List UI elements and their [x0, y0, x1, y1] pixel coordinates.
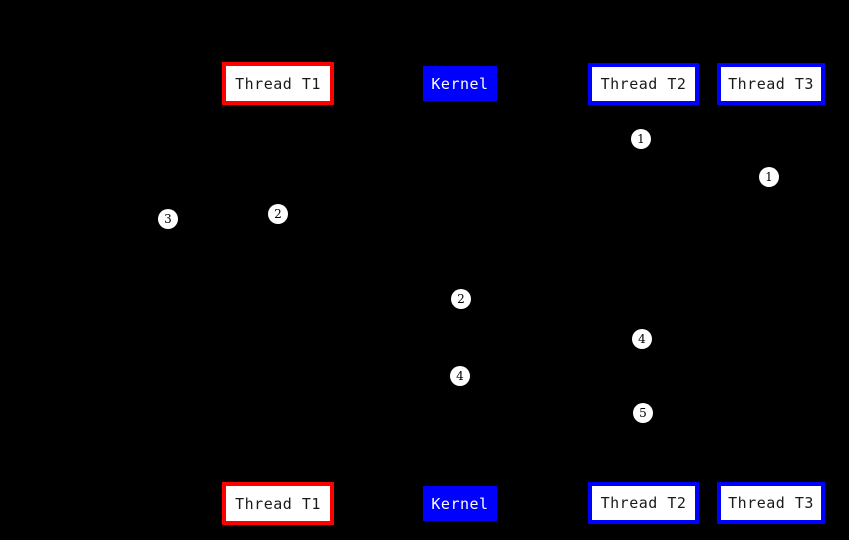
participant-label: Thread T2 — [600, 494, 687, 512]
participant-box-kernel-bottom[interactable]: Kernel — [423, 486, 497, 521]
participant-box-t3-bottom[interactable]: Thread T3 — [717, 482, 825, 524]
participant-label: Thread T3 — [728, 75, 814, 93]
sequence-marker: 1 — [759, 167, 779, 187]
participant-label: Thread T1 — [235, 74, 321, 93]
participant-box-t2-bottom[interactable]: Thread T2 — [588, 482, 699, 524]
participant-label: Kernel — [431, 494, 489, 513]
lifeline — [770, 105, 771, 482]
sequence-marker: 4 — [632, 329, 652, 349]
sequence-marker: 4 — [450, 366, 470, 386]
participant-label: Thread T2 — [600, 75, 687, 93]
sequence-marker: 2 — [268, 204, 288, 224]
participant-box-t2-top[interactable]: Thread T2 — [588, 63, 699, 105]
sequence-marker: 3 — [158, 209, 178, 229]
participant-box-kernel-top[interactable]: Kernel — [423, 66, 497, 101]
participant-box-t1-top[interactable]: Thread T1 — [222, 62, 334, 105]
participant-box-t1-bottom[interactable]: Thread T1 — [222, 482, 334, 525]
lifeline — [643, 105, 644, 482]
sequence-marker: 2 — [451, 289, 471, 309]
sequence-marker: 5 — [633, 403, 653, 423]
participant-label: Kernel — [431, 74, 489, 93]
lifeline — [278, 105, 279, 482]
participant-label: Thread T3 — [728, 494, 814, 512]
participant-box-t3-top[interactable]: Thread T3 — [717, 63, 825, 105]
sequence-marker: 1 — [631, 129, 651, 149]
participant-label: Thread T1 — [235, 494, 321, 513]
